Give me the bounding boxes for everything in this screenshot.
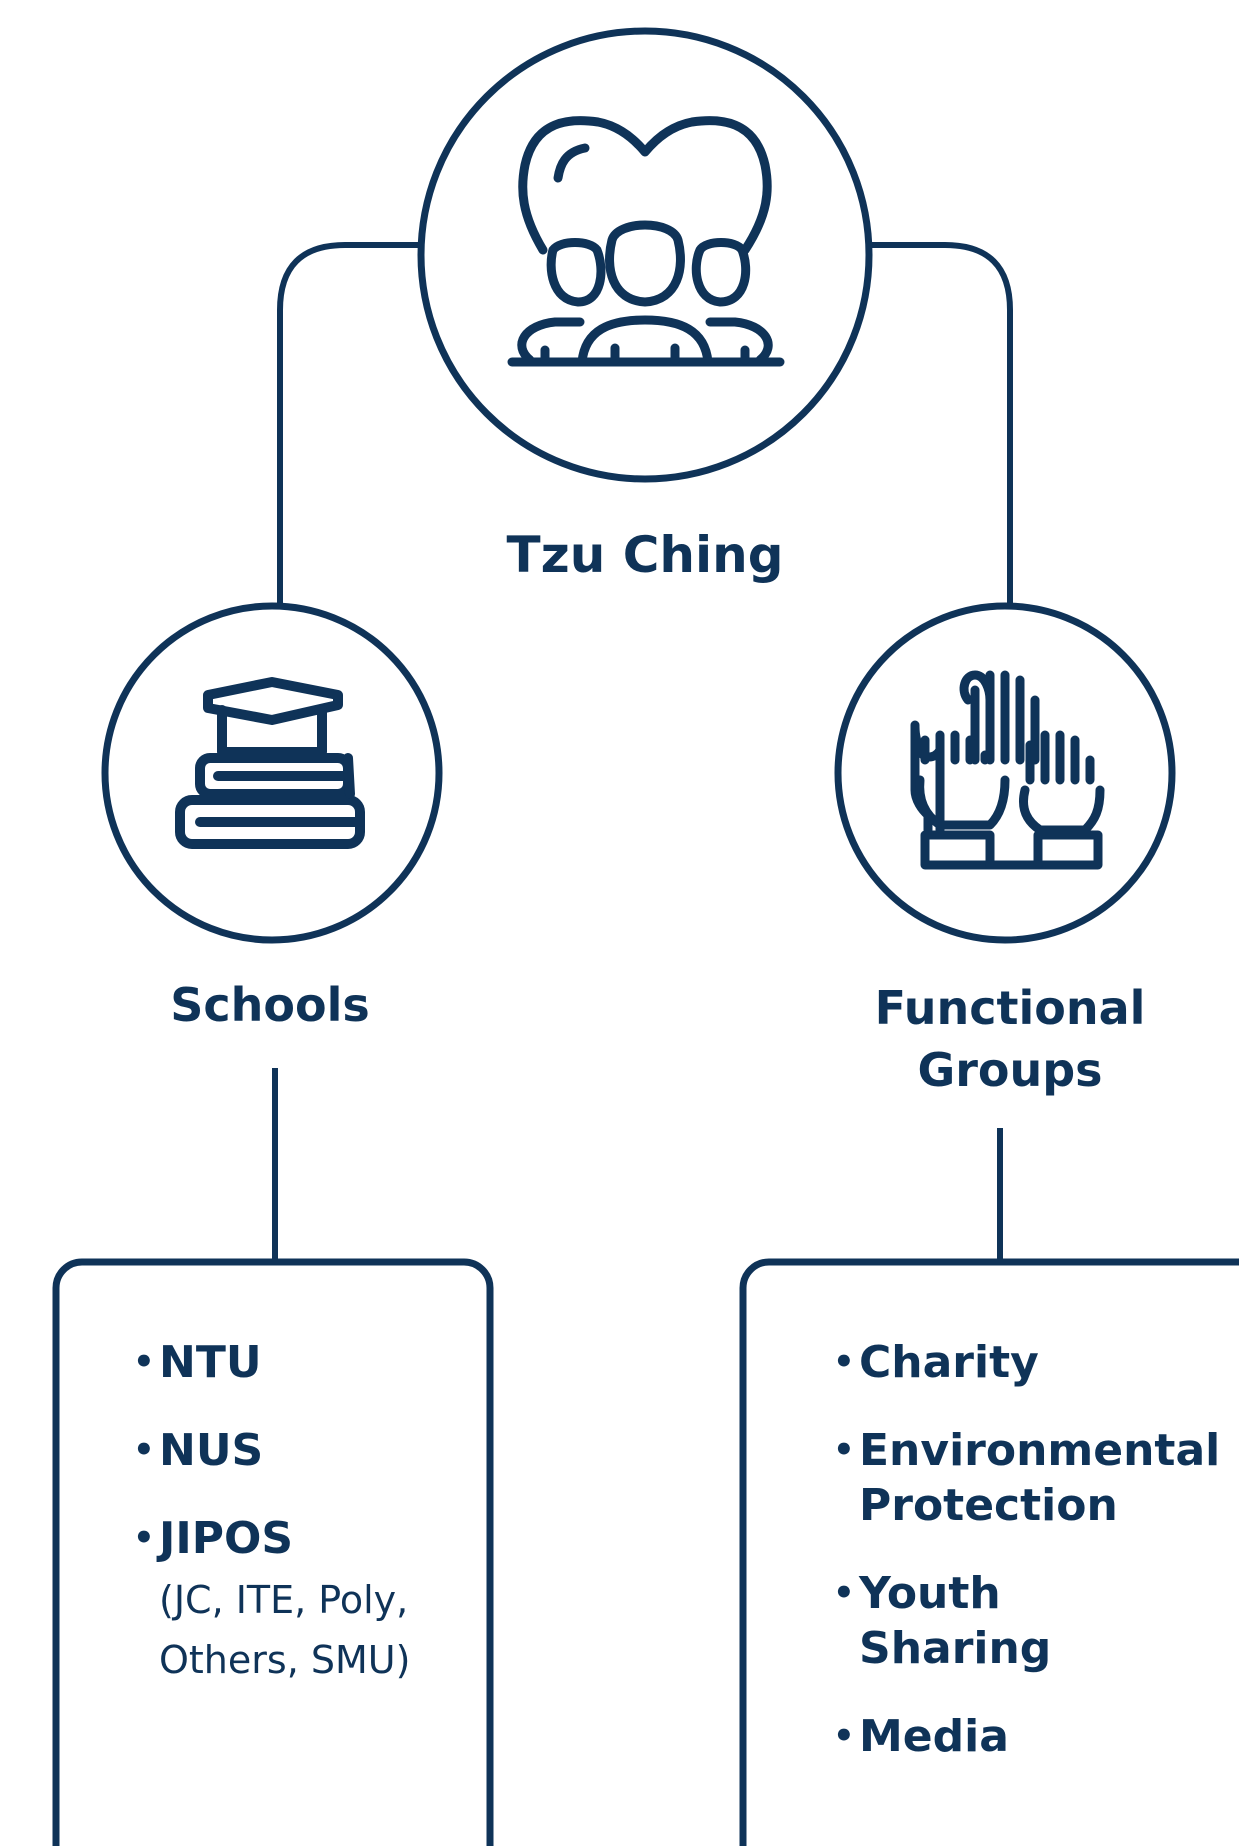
functional-groups-label-line: Groups <box>917 1043 1103 1097</box>
list-item-label: Sharing <box>859 1623 1052 1674</box>
functional-groups-node-label: Functional Groups <box>820 977 1200 1101</box>
list-item-label: NTU <box>159 1337 262 1388</box>
list-item: NTU <box>133 1335 493 1390</box>
list-item: JIPOS (JC, ITE, Poly, Others, SMU) <box>133 1511 493 1690</box>
connector-root-groups <box>870 242 1013 605</box>
books-graduation-cap-icon <box>175 677 365 849</box>
list-item-label: Media <box>859 1711 1009 1762</box>
groups-node-circle <box>834 602 1176 944</box>
functional-groups-label-line: Functional <box>874 981 1146 1035</box>
list-item-subtext: Others, SMU) <box>159 1638 411 1682</box>
list-item-label: Protection <box>859 1480 1118 1531</box>
schools-list: NTU NUS JIPOS (JC, ITE, Poly, Others, SM… <box>133 1335 493 1723</box>
root-node-label: Tzu Ching <box>506 526 784 584</box>
list-item: Charity <box>833 1335 1239 1390</box>
groups-list-box <box>739 1258 1239 1846</box>
list-item-label: Charity <box>859 1337 1039 1388</box>
list-item-label: Environmental <box>859 1425 1221 1476</box>
list-item: Media <box>833 1709 1239 1764</box>
list-item-label: NUS <box>159 1425 264 1476</box>
list-item-subtext: (JC, ITE, Poly, <box>159 1578 409 1622</box>
functional-groups-list: Charity Environmental Protection Youth S… <box>833 1335 1239 1797</box>
list-item-label: Youth <box>859 1568 1001 1619</box>
schools-node-label: Schools <box>170 978 370 1032</box>
raised-hands-icon <box>910 670 1105 870</box>
list-item: Environmental Protection <box>833 1423 1239 1533</box>
list-item: Youth Sharing <box>833 1566 1239 1676</box>
list-item: NUS <box>133 1423 493 1478</box>
heart-people-icon <box>507 116 785 367</box>
connector-root-schools <box>277 242 418 605</box>
list-item-label: JIPOS <box>159 1513 294 1564</box>
root-node-circle <box>417 27 873 483</box>
